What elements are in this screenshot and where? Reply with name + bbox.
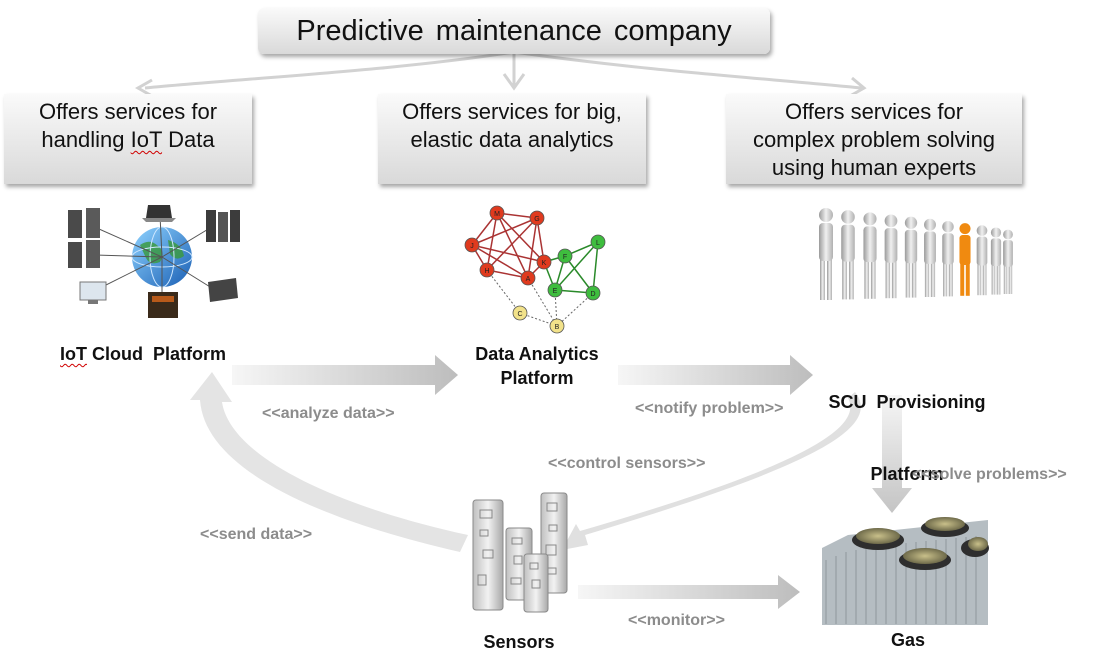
- expert-figure: [819, 208, 833, 300]
- company-title-box: Predictive maintenance company: [258, 8, 770, 54]
- expert-figure: [1003, 229, 1013, 294]
- graph-node-g: G: [529, 210, 545, 226]
- service-analytics-line2: elastic data analytics: [410, 127, 614, 152]
- graph-node-k: K: [536, 254, 552, 270]
- service-scu-line2: complex problem solving: [752, 127, 996, 152]
- fan-icon: [961, 537, 989, 557]
- sensor-device-icon: [523, 553, 549, 613]
- svg-text:B: B: [555, 324, 560, 331]
- svg-text:H: H: [484, 268, 489, 275]
- svg-text:E: E: [553, 288, 558, 295]
- network-graph-illustration: M G J H A K F L E D C B: [464, 205, 606, 334]
- svg-text:G: G: [534, 216, 539, 223]
- graph-node-l: L: [590, 234, 606, 250]
- arrow-analytics-to-scu: [618, 355, 813, 395]
- edge-label-solve-problems: <<solve problems>>: [912, 466, 1067, 483]
- service-scu-line3: using human experts: [771, 155, 977, 180]
- node-iot-cloud-platform: IoT Cloud Platform: [60, 344, 226, 364]
- server-icon: [68, 208, 100, 268]
- arrow-sensors-to-gas: [578, 575, 800, 609]
- edge-label-monitor: <<monitor>>: [628, 612, 725, 629]
- node-scu-provisioning-platform: SCU Provisioning Platform: [828, 392, 986, 484]
- svg-text:M: M: [494, 211, 500, 218]
- iot-cloud-illustration: [68, 205, 240, 318]
- expert-figure: [904, 216, 918, 298]
- graph-node-j: J: [464, 237, 480, 253]
- graph-node-d: D: [585, 285, 601, 301]
- node-data-analytics-platform: Data Analytics Platform: [475, 344, 599, 388]
- edge-label-control-sensors: <<control sensors>>: [548, 455, 706, 472]
- graph-node-e: E: [547, 282, 563, 298]
- fan-icon: [899, 548, 951, 570]
- arrow-sensors-to-iot: [190, 372, 468, 552]
- arrow-iot-to-analytics: [232, 355, 458, 395]
- node-sensors: Sensors: [483, 632, 555, 652]
- graph-node-c: C: [512, 305, 528, 321]
- expert-figure: [884, 214, 898, 299]
- edge-label-analyze-data: <<analyze data>>: [262, 405, 395, 422]
- human-experts-illustration: [819, 208, 1013, 300]
- graph-node-a: A: [520, 270, 536, 286]
- service-iot-line2: handling IoT Data: [41, 127, 215, 152]
- service-analytics-line1: Offers services for big,: [402, 99, 622, 124]
- sensors-illustration: [472, 492, 568, 613]
- svg-text:K: K: [542, 260, 547, 267]
- svg-text:J: J: [470, 243, 474, 250]
- sensor-device-icon: [472, 499, 504, 611]
- company-title: Predictive maintenance company: [296, 15, 732, 47]
- graph-node-f: F: [557, 248, 573, 264]
- expert-figure: [990, 227, 1002, 295]
- expert-figure-highlighted: [959, 223, 971, 296]
- graph-node-b: B: [549, 318, 565, 334]
- service-box-iot: Offers services for handling IoT Data: [4, 94, 252, 184]
- title-fanout-arrows: [134, 50, 867, 98]
- storage-icon: [208, 278, 238, 302]
- svg-text:F: F: [563, 254, 567, 261]
- service-scu-line1: Offers services for: [784, 99, 964, 124]
- svg-text:D: D: [590, 291, 595, 298]
- expert-figure: [942, 220, 954, 297]
- expert-figure: [976, 225, 988, 296]
- gas-equipment-illustration: [822, 517, 989, 625]
- svg-text:A: A: [526, 276, 531, 283]
- mainframe-icon: [148, 292, 178, 318]
- edge-label-send-data: <<send data>>: [200, 526, 313, 543]
- desktop-icon: [79, 281, 107, 304]
- expert-figure: [841, 210, 855, 300]
- svg-text:L: L: [596, 240, 600, 247]
- laptop-icon: [142, 205, 176, 222]
- service-box-analytics: Offers services for big, elastic data an…: [378, 94, 646, 184]
- graph-node-h: H: [479, 262, 495, 278]
- graph-node-m: M: [489, 205, 505, 221]
- rack-icon: [206, 210, 240, 242]
- arrow-scu-to-gas: [872, 395, 912, 513]
- service-box-scu: Offers services for complex problem solv…: [726, 94, 1022, 184]
- node-gas: Gas: [890, 630, 926, 650]
- fan-icon: [921, 517, 969, 537]
- expert-figure: [863, 212, 877, 299]
- fan-icon: [852, 528, 904, 550]
- edge-label-notify-problem: <<notify problem>>: [635, 400, 784, 417]
- service-iot-line1: Offers services for: [38, 99, 218, 124]
- expert-figure: [924, 218, 936, 297]
- svg-text:C: C: [517, 311, 522, 318]
